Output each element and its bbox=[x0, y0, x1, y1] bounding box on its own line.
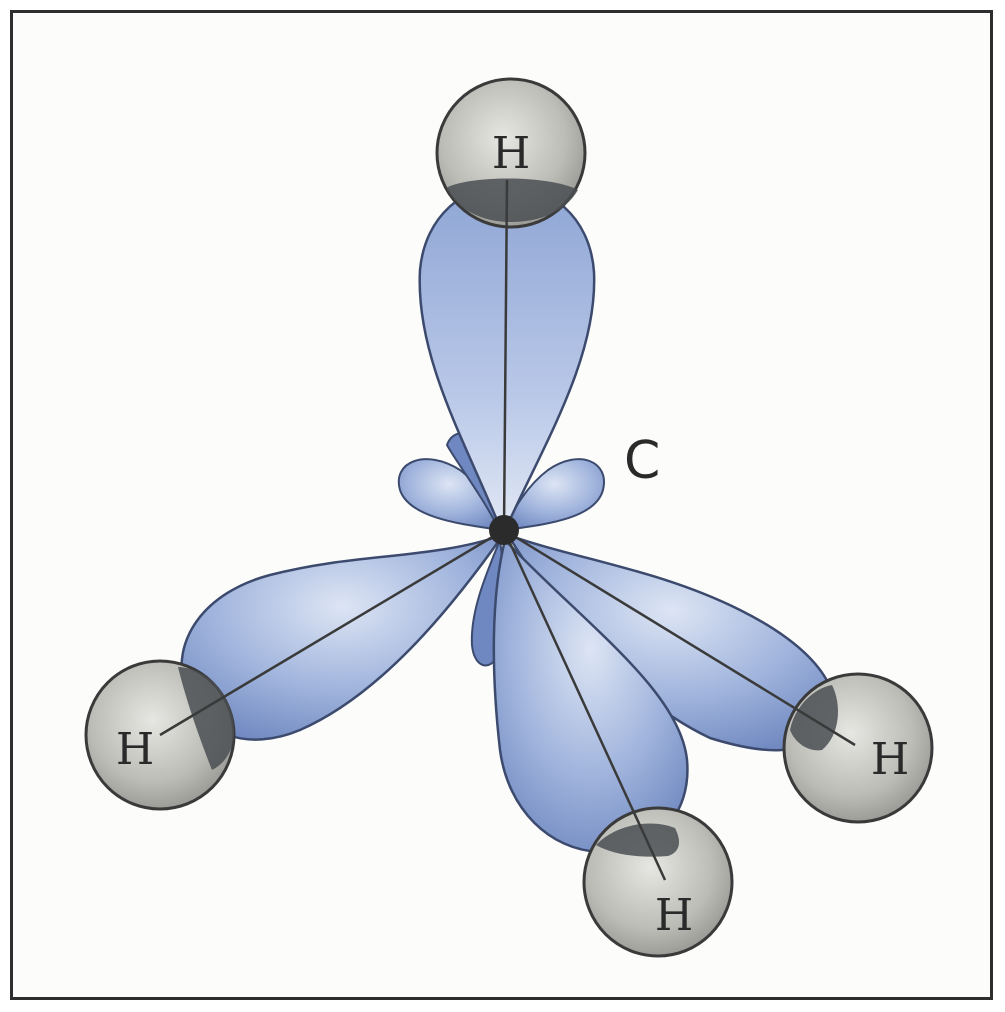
overlap-region-right bbox=[790, 685, 838, 751]
bond-axis-bottom bbox=[502, 529, 667, 881]
bond-axis-left bbox=[159, 528, 505, 737]
sp3-lobes bbox=[180, 183, 836, 854]
atom-label-h-top: H bbox=[492, 128, 530, 179]
bond-axis-top bbox=[502, 179, 509, 531]
back-lobe-right bbox=[503, 458, 606, 532]
overlap-region-bottom bbox=[596, 823, 680, 857]
overlap-region-left bbox=[178, 667, 235, 770]
atom-label-h-right: H bbox=[871, 734, 909, 785]
carbon-nucleus bbox=[489, 515, 519, 545]
hydrogen-atom-top: H bbox=[435, 77, 587, 229]
bond-axes bbox=[159, 179, 856, 881]
atom-label-h-left: H bbox=[116, 724, 154, 775]
hydrogen-atom-bottom: H bbox=[582, 806, 734, 958]
atom-label-h-bottom: H bbox=[655, 890, 693, 941]
hydrogen-atom-right: H bbox=[782, 672, 934, 824]
overlap-region-top bbox=[446, 178, 578, 222]
center-atom-label: C bbox=[624, 431, 660, 491]
bond-axis-right bbox=[503, 528, 856, 747]
